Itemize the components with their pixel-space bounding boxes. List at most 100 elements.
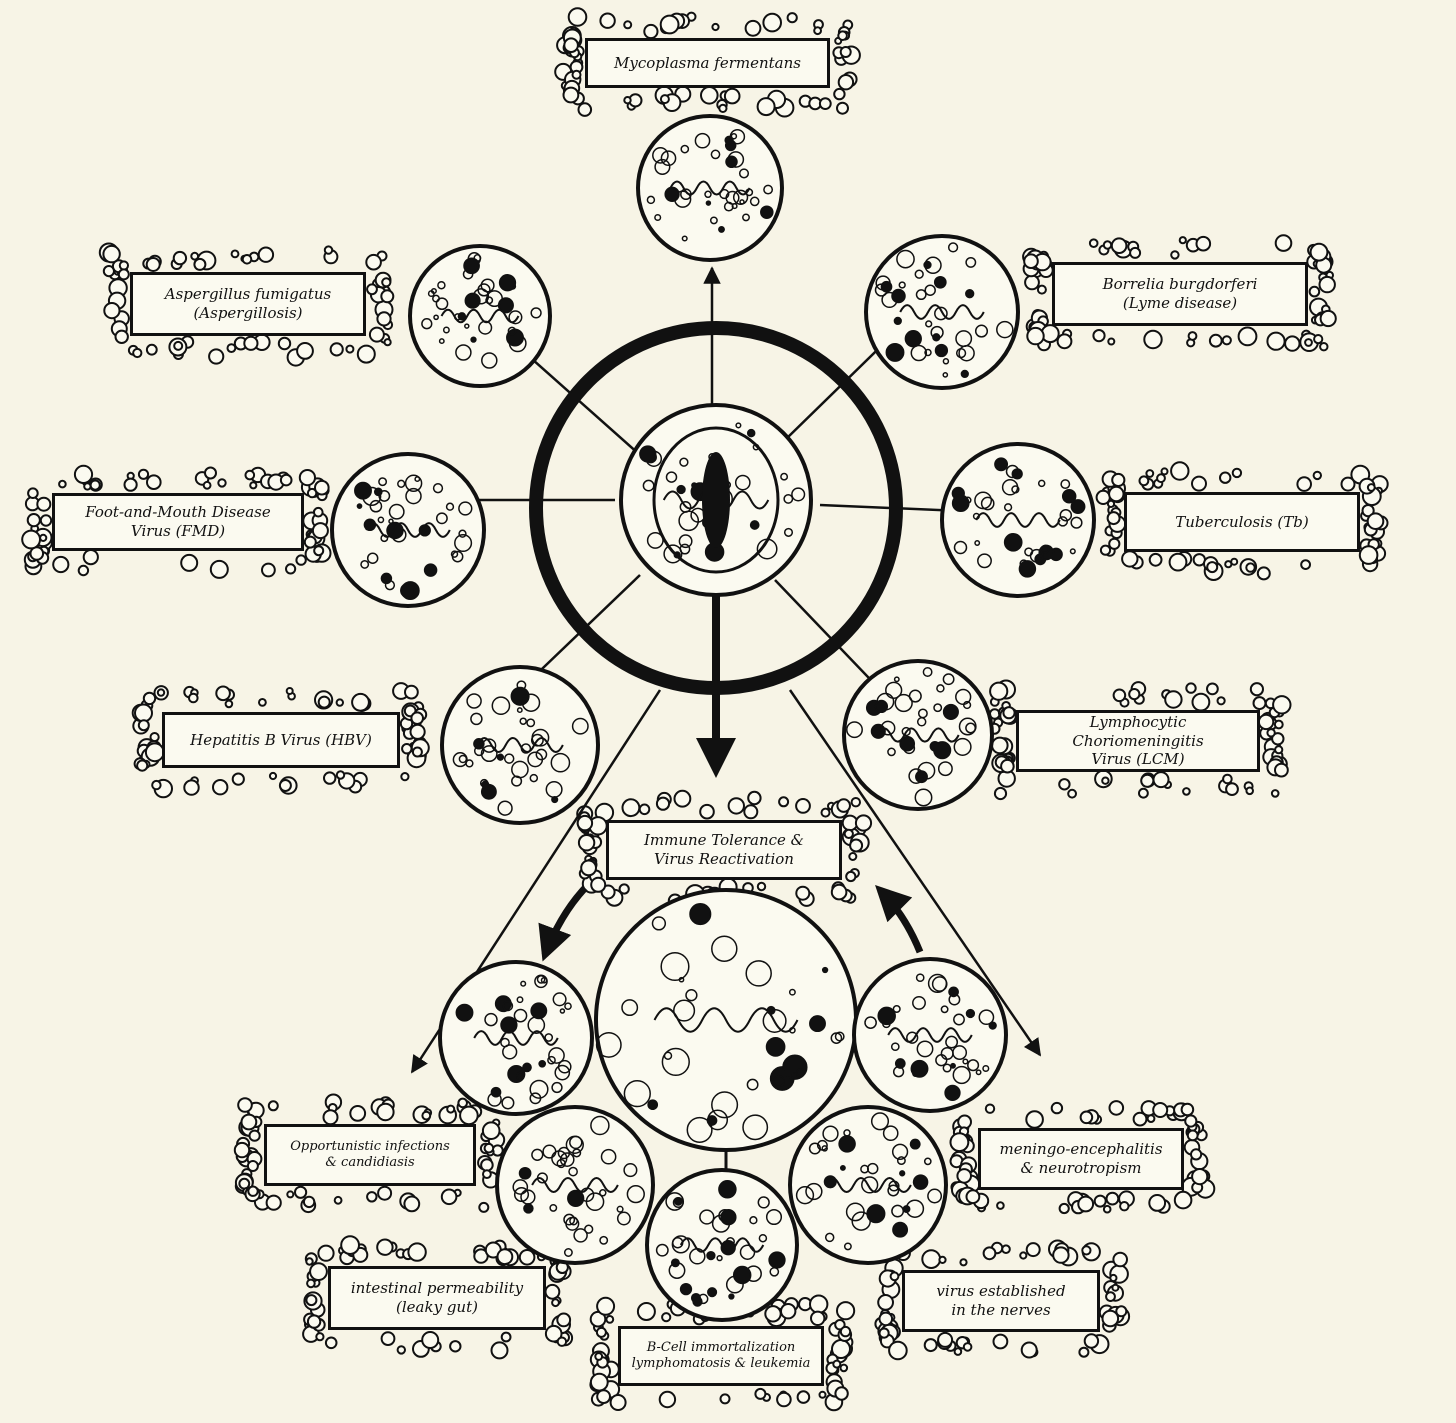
bubble — [889, 1271, 900, 1282]
bubble — [1145, 469, 1155, 478]
texture-dot — [738, 168, 750, 179]
bubble — [103, 302, 121, 320]
bubble — [1148, 1194, 1167, 1212]
bubble — [365, 253, 382, 271]
texture-dot — [894, 1058, 906, 1069]
bubble — [309, 1262, 328, 1281]
texture-dot — [885, 342, 905, 362]
brain-circle — [852, 957, 1008, 1113]
label-lcm: Lymphocytic Choriomeningitis Virus (LCM) — [1016, 710, 1260, 772]
texture-dot — [458, 529, 467, 538]
texture-dot — [934, 343, 949, 358]
bubble — [1274, 745, 1284, 755]
texture-dot — [994, 457, 1009, 472]
hbv-circle — [440, 665, 600, 825]
bubble — [1138, 475, 1150, 487]
texture-dot — [523, 1203, 534, 1214]
bubble — [295, 554, 307, 566]
bubble — [949, 1132, 970, 1153]
texture-dot — [887, 1184, 900, 1197]
bubble — [1020, 1341, 1038, 1359]
bubble — [230, 249, 240, 259]
bubble — [1132, 1111, 1148, 1127]
bubble — [335, 698, 344, 707]
texture-dot — [892, 1221, 909, 1238]
bubble — [323, 771, 337, 785]
texture-dot — [931, 976, 948, 992]
bubble — [1237, 326, 1258, 347]
texture-dot — [880, 280, 893, 293]
texture-dot — [707, 1287, 718, 1298]
texture-dot — [595, 1031, 622, 1058]
bubble — [956, 1168, 973, 1184]
bcell-circle — [645, 1168, 799, 1322]
texture-dot — [516, 996, 524, 1004]
center-cell-nucleus — [652, 426, 780, 574]
bubble — [149, 732, 160, 743]
bubble — [82, 549, 99, 566]
texture-dot — [480, 278, 495, 293]
texture-dot — [559, 1152, 575, 1167]
bubble — [440, 1188, 458, 1206]
texture-dot — [716, 1254, 723, 1262]
bubble — [551, 1298, 560, 1308]
bubble — [1312, 470, 1323, 481]
bubble — [1101, 1309, 1120, 1328]
texture-dot — [942, 703, 959, 720]
texture-dot — [843, 1242, 852, 1251]
bubble — [1111, 1283, 1120, 1292]
bubble — [248, 1129, 261, 1142]
bubble — [727, 797, 745, 815]
texture-dot — [914, 269, 924, 279]
texture-dot — [457, 312, 467, 321]
bubble — [809, 1294, 829, 1314]
texture-dot — [405, 487, 422, 505]
texture-dot — [734, 474, 751, 491]
bubble — [711, 22, 720, 32]
bubble — [605, 1315, 615, 1324]
bubble — [556, 1312, 572, 1328]
texture-dot — [529, 1079, 549, 1099]
texture-dot — [378, 477, 388, 487]
texture-dot — [896, 249, 915, 269]
bubble — [134, 703, 153, 723]
texture-dot — [894, 693, 913, 713]
texture-dot — [795, 1186, 815, 1205]
bubble — [1121, 550, 1139, 568]
bubble — [743, 804, 759, 820]
texture-dot — [665, 1192, 685, 1211]
texture-dot — [711, 935, 738, 962]
bubble — [1191, 475, 1207, 492]
bubble — [747, 790, 762, 806]
texture-dot — [933, 703, 943, 713]
texture-dot — [899, 1170, 906, 1177]
bubble — [762, 12, 783, 33]
bubble — [878, 1311, 894, 1327]
texture-dot — [915, 973, 925, 983]
texture-dot — [962, 1058, 969, 1065]
bubble — [335, 770, 346, 780]
bubble — [313, 545, 325, 557]
texture-dot — [435, 512, 448, 525]
texture-dot — [974, 324, 989, 338]
bubble — [52, 555, 70, 574]
texture-dot — [937, 761, 953, 777]
bubble — [923, 1338, 938, 1353]
texture-dot — [388, 503, 405, 520]
texture-dot — [664, 186, 680, 202]
bubble — [1129, 246, 1142, 259]
texture-dot — [923, 260, 932, 270]
texture-dot — [705, 200, 712, 206]
bubble — [322, 1109, 339, 1126]
bubble — [1056, 333, 1073, 350]
bubble — [878, 1327, 890, 1339]
texture-dot — [893, 316, 902, 326]
label-fmd: Foot-and-Mouth Disease Virus (FMD) — [52, 493, 304, 551]
bubble — [723, 87, 741, 105]
texture-dot — [877, 1006, 896, 1026]
texture-dot — [757, 1196, 770, 1209]
texture-dot — [982, 1064, 990, 1073]
texture-dot — [584, 1224, 594, 1234]
label-aspergillus: Aspergillus fumigatus (Aspergillosis) — [130, 272, 366, 336]
texture-dot — [465, 759, 474, 768]
